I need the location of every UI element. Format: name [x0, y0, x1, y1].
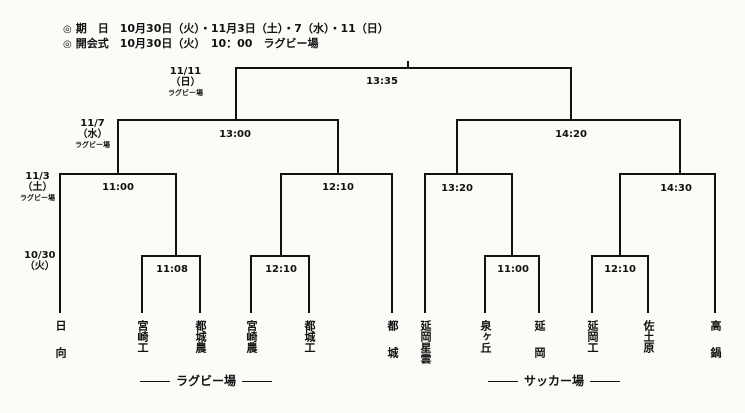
- team-name: 延岡工: [586, 320, 599, 353]
- team-name: 延岡星雲: [419, 320, 432, 364]
- round-weekday: （火）: [24, 261, 55, 272]
- caption-dash: [488, 381, 518, 382]
- caption-dash: [590, 381, 621, 382]
- team-name: 高鍋: [709, 320, 722, 374]
- bullet-mark: ◎: [63, 24, 72, 35]
- round-weekday: （水）: [77, 129, 108, 140]
- round-label-semifinal: 11/7 （水） ラグビー場: [75, 118, 110, 151]
- venue-caption-right: サッカー場: [482, 372, 626, 389]
- round-weekday: （土）: [22, 182, 53, 193]
- match-time-r1-2: 12:10: [265, 264, 297, 275]
- schedule-line: ◎期 日 10月30日（火）・11月3日（土）・7（水）・11（日）: [63, 20, 389, 36]
- caption-dash: [242, 381, 273, 382]
- team-name: 宮崎工: [136, 320, 149, 353]
- match-time-semi-right: 14:20: [555, 129, 587, 140]
- team-name: 都城: [386, 320, 399, 374]
- round-label-quarterfinal: 11/3 （土） ラグビー場: [20, 171, 55, 204]
- round-label-final: 11/11 （日） ラグビー場: [168, 66, 203, 99]
- match-time-final: 13:35: [366, 76, 398, 87]
- match-time-r1-4: 12:10: [604, 264, 636, 275]
- venue-name: サッカー場: [524, 374, 585, 388]
- venue-caption-left: ラグビー場: [134, 372, 278, 389]
- round-date: 11/7: [80, 118, 105, 129]
- opening-ceremony-line: ◎開会式 10月30日（火） 10：00 ラグビー場: [63, 35, 318, 51]
- venue-name: ラグビー場: [176, 374, 237, 388]
- team-name: 佐土原: [642, 320, 655, 353]
- round-venue: ラグビー場: [168, 89, 203, 97]
- match-time-r1-3: 11:00: [497, 264, 529, 275]
- round-label-first: 10/30 （火）: [24, 250, 55, 272]
- opening-ceremony-label: 開会式: [75, 37, 109, 50]
- round-venue: ラグビー場: [20, 194, 55, 202]
- team-name: 日向: [54, 320, 67, 374]
- match-time-qf4: 14:30: [660, 183, 692, 194]
- schedule-value: 10月30日（火）・11月3日（土）・7（水）・11（日）: [119, 22, 389, 35]
- team-name: 都城工: [303, 320, 316, 353]
- round-date: 11/11: [169, 66, 202, 77]
- round-date: 11/3: [25, 171, 50, 182]
- schedule-label: 期 日: [75, 22, 109, 35]
- match-time-qf3: 13:20: [441, 183, 473, 194]
- opening-ceremony-value: 10月30日（火） 10：00 ラグビー場: [119, 37, 319, 50]
- match-time-qf2: 12:10: [322, 182, 354, 193]
- match-time-qf1: 11:00: [102, 182, 134, 193]
- round-date: 10/30: [24, 250, 56, 261]
- team-name: 泉ヶ丘: [479, 320, 492, 353]
- round-venue: ラグビー場: [75, 141, 110, 149]
- team-name: 延岡: [533, 320, 546, 374]
- match-time-r1-1: 11:08: [156, 264, 188, 275]
- caption-dash: [140, 381, 170, 382]
- match-time-semi-left: 13:00: [219, 129, 251, 140]
- team-name: 宮崎農: [245, 320, 258, 353]
- team-name: 都城農: [194, 320, 207, 353]
- bullet-mark: ◎: [63, 39, 72, 50]
- round-weekday: （日）: [170, 77, 201, 88]
